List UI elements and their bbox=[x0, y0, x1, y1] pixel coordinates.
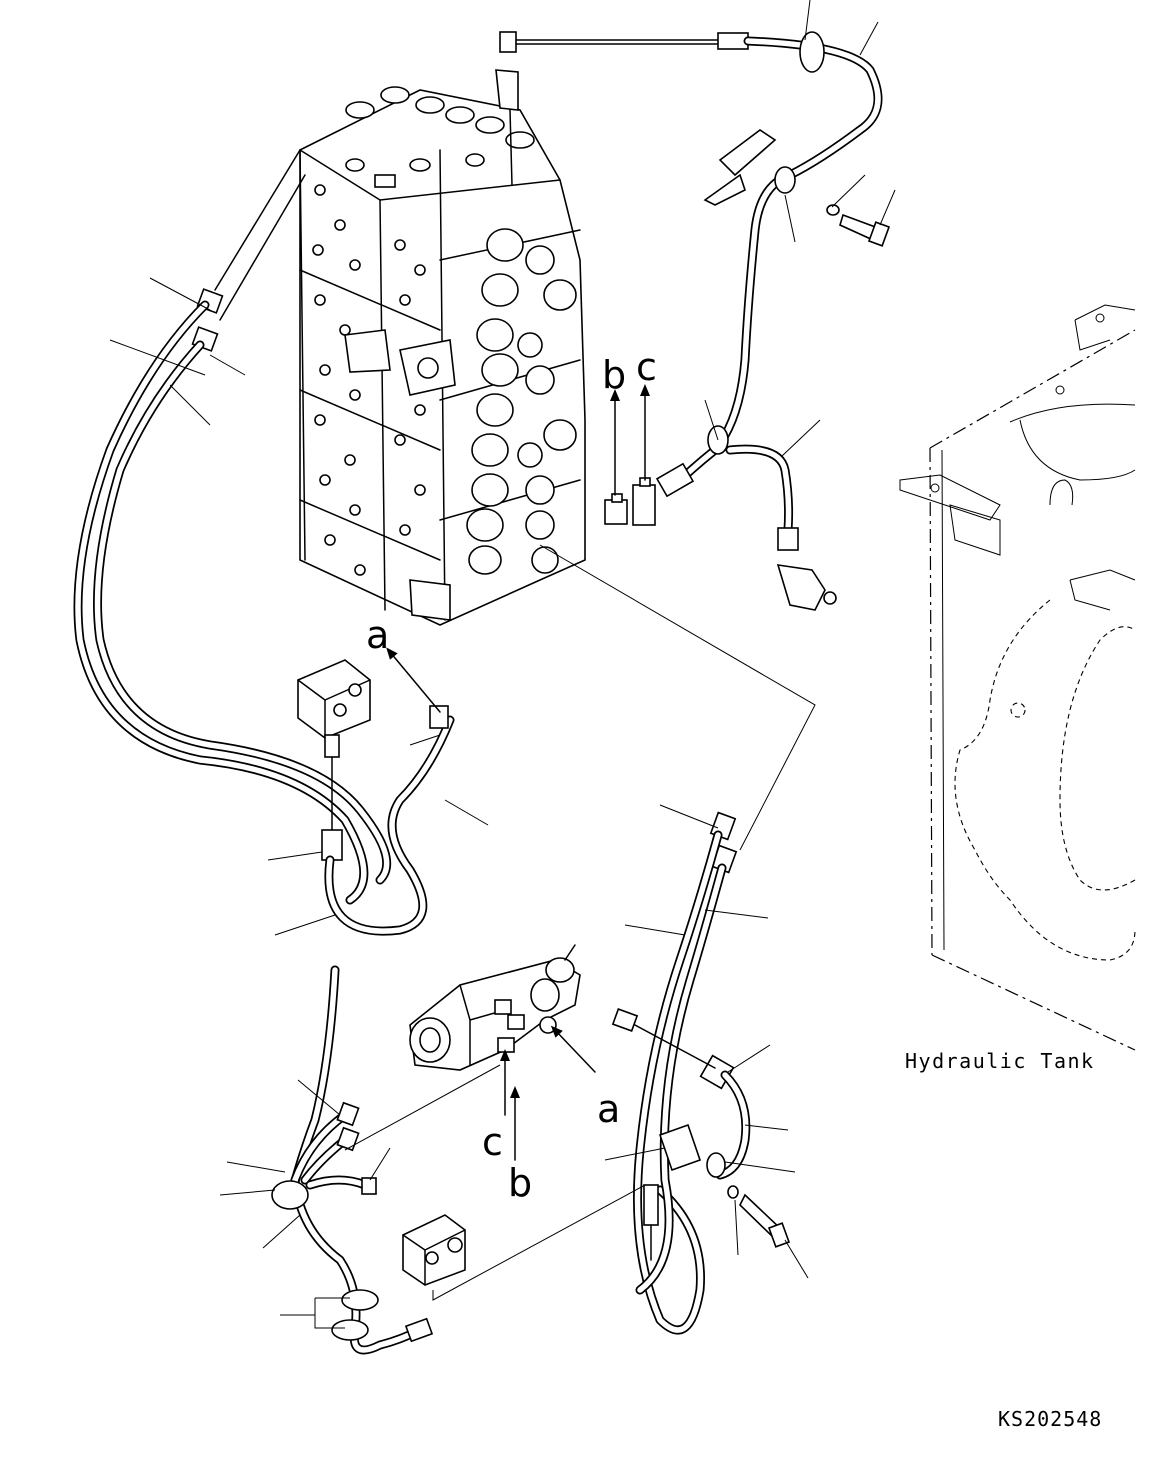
left-hose-pair bbox=[73, 149, 392, 905]
lower-left-hoses bbox=[271, 965, 466, 1355]
connection-arrows bbox=[386, 384, 650, 1161]
letter-a-lower: a bbox=[597, 1087, 620, 1131]
letter-c-upper: c bbox=[636, 345, 657, 389]
letter-c-lower: c bbox=[482, 1120, 503, 1164]
left-junction-block bbox=[297, 659, 455, 936]
hydraulic-tank: Hydraulic Tank bbox=[899, 304, 1136, 1073]
top-pilot-line bbox=[495, 31, 883, 206]
valve-top-caps bbox=[345, 86, 535, 188]
drawing-number: KS202548 bbox=[998, 1407, 1102, 1431]
letter-b-upper: b bbox=[602, 353, 626, 397]
leader-line-lower-right bbox=[432, 1184, 646, 1301]
valve-spool-caps bbox=[466, 228, 577, 575]
main-control-valve bbox=[299, 86, 586, 626]
letter-b-lower: b bbox=[508, 1161, 532, 1205]
solenoid-valve-assembly bbox=[409, 944, 716, 1071]
lower-right-hoses bbox=[633, 811, 791, 1335]
leader-line-lower-left bbox=[344, 1064, 501, 1151]
callout-leaders bbox=[109, 0, 896, 1329]
hydraulic-tank-label: Hydraulic Tank bbox=[905, 1049, 1095, 1073]
connection-letters: a b c a c b bbox=[366, 345, 657, 1205]
leader-line-valve bbox=[539, 544, 816, 851]
letter-a-upper: a bbox=[366, 613, 389, 657]
